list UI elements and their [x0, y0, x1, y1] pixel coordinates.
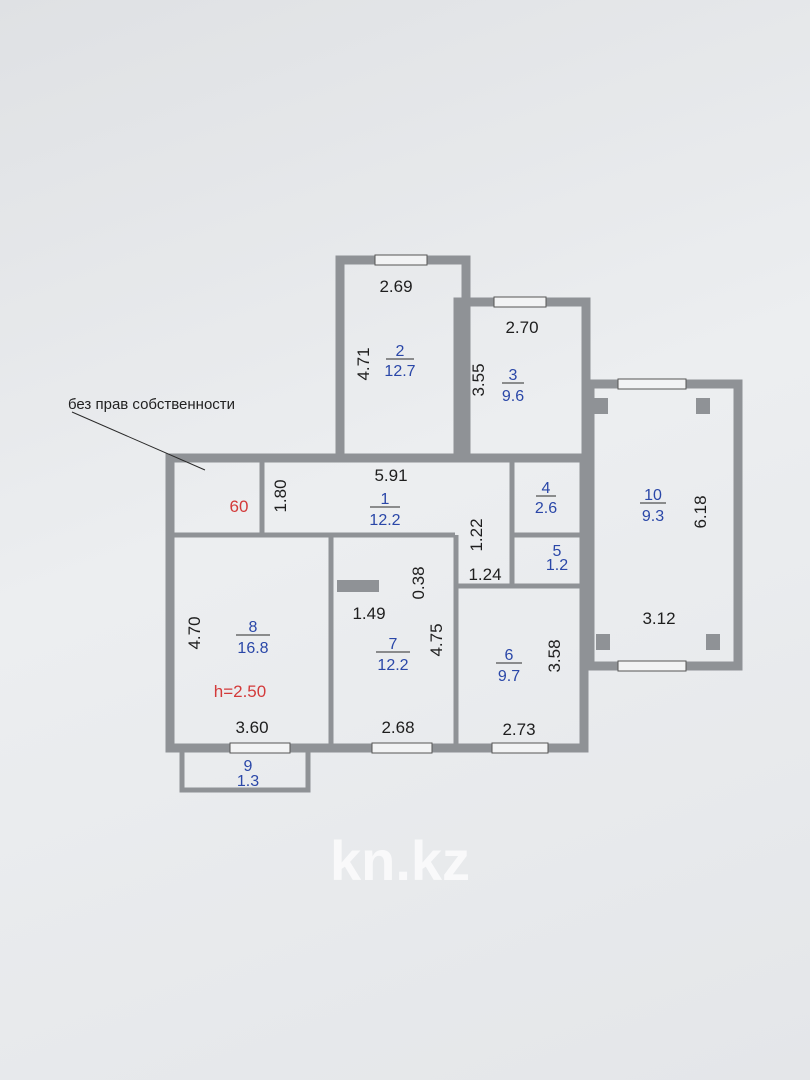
dim-r3-width: 2.70: [505, 318, 538, 337]
room-4-area: 2.6: [535, 500, 557, 517]
room-5-area: 1.2: [546, 557, 568, 574]
room-2-number: 2: [396, 343, 405, 360]
dim-r1-width: 5.91: [374, 466, 407, 485]
watermark: kn.kz: [330, 829, 470, 892]
windows: [229, 254, 687, 754]
dim-hall-height: 1.22: [467, 518, 486, 551]
annotation-leader: [71, 411, 206, 471]
dim-hall-width: 1.24: [468, 565, 501, 584]
dim-r7-height: 4.75: [427, 623, 446, 656]
storage-area: 60: [230, 497, 249, 516]
room-9-area: 1.3: [237, 773, 259, 790]
room-3-area: 9.6: [502, 388, 524, 405]
room-10-area: 9.3: [642, 508, 664, 525]
dim-r1-height: 1.80: [271, 479, 290, 512]
dimensions: 2.69 4.71 2.70 3.55 5.91 1.80 1.22 1.24 …: [185, 277, 710, 739]
room-2-area: 12.7: [384, 363, 415, 380]
room-3-number: 3: [509, 367, 518, 384]
room-8-number: 8: [249, 619, 258, 636]
room-1-number: 1: [381, 491, 390, 508]
room-4-number: 4: [542, 480, 551, 497]
dim-r7-closet-height: 0.38: [409, 566, 428, 599]
dim-r8-height: 4.70: [185, 616, 204, 649]
room-10-number: 10: [644, 487, 662, 504]
dim-r6-height: 3.58: [545, 639, 564, 672]
room-7-number: 7: [389, 636, 398, 653]
dim-r10-height: 6.18: [691, 495, 710, 528]
annotation-text: без прав собственности: [68, 396, 235, 413]
room-labels: 2 12.7 3 9.6 1 12.2 4 2.6 5 1.2 6 9.7 7 …: [214, 343, 666, 790]
room-1-area: 12.2: [369, 512, 400, 529]
room-6-number: 6: [505, 647, 514, 664]
dim-r8-width: 3.60: [235, 718, 268, 737]
dim-r2-width: 2.69: [379, 277, 412, 296]
dim-r7-closet-width: 1.49: [352, 604, 385, 623]
dim-r3-height: 3.55: [469, 363, 488, 396]
walls: [165, 255, 743, 793]
room-6-area: 9.7: [498, 668, 520, 685]
room-7-area: 12.2: [377, 657, 408, 674]
room-9-number: 9: [244, 758, 253, 775]
room-8-area: 16.8: [237, 640, 268, 657]
dim-r6-width: 2.73: [502, 720, 535, 739]
room-5-number: 5: [553, 543, 562, 560]
ceiling-height: h=2.50: [214, 682, 266, 701]
dim-r2-height: 4.71: [354, 347, 373, 380]
dim-r10-width: 3.12: [642, 609, 675, 628]
dim-r7-width: 2.68: [381, 718, 414, 737]
